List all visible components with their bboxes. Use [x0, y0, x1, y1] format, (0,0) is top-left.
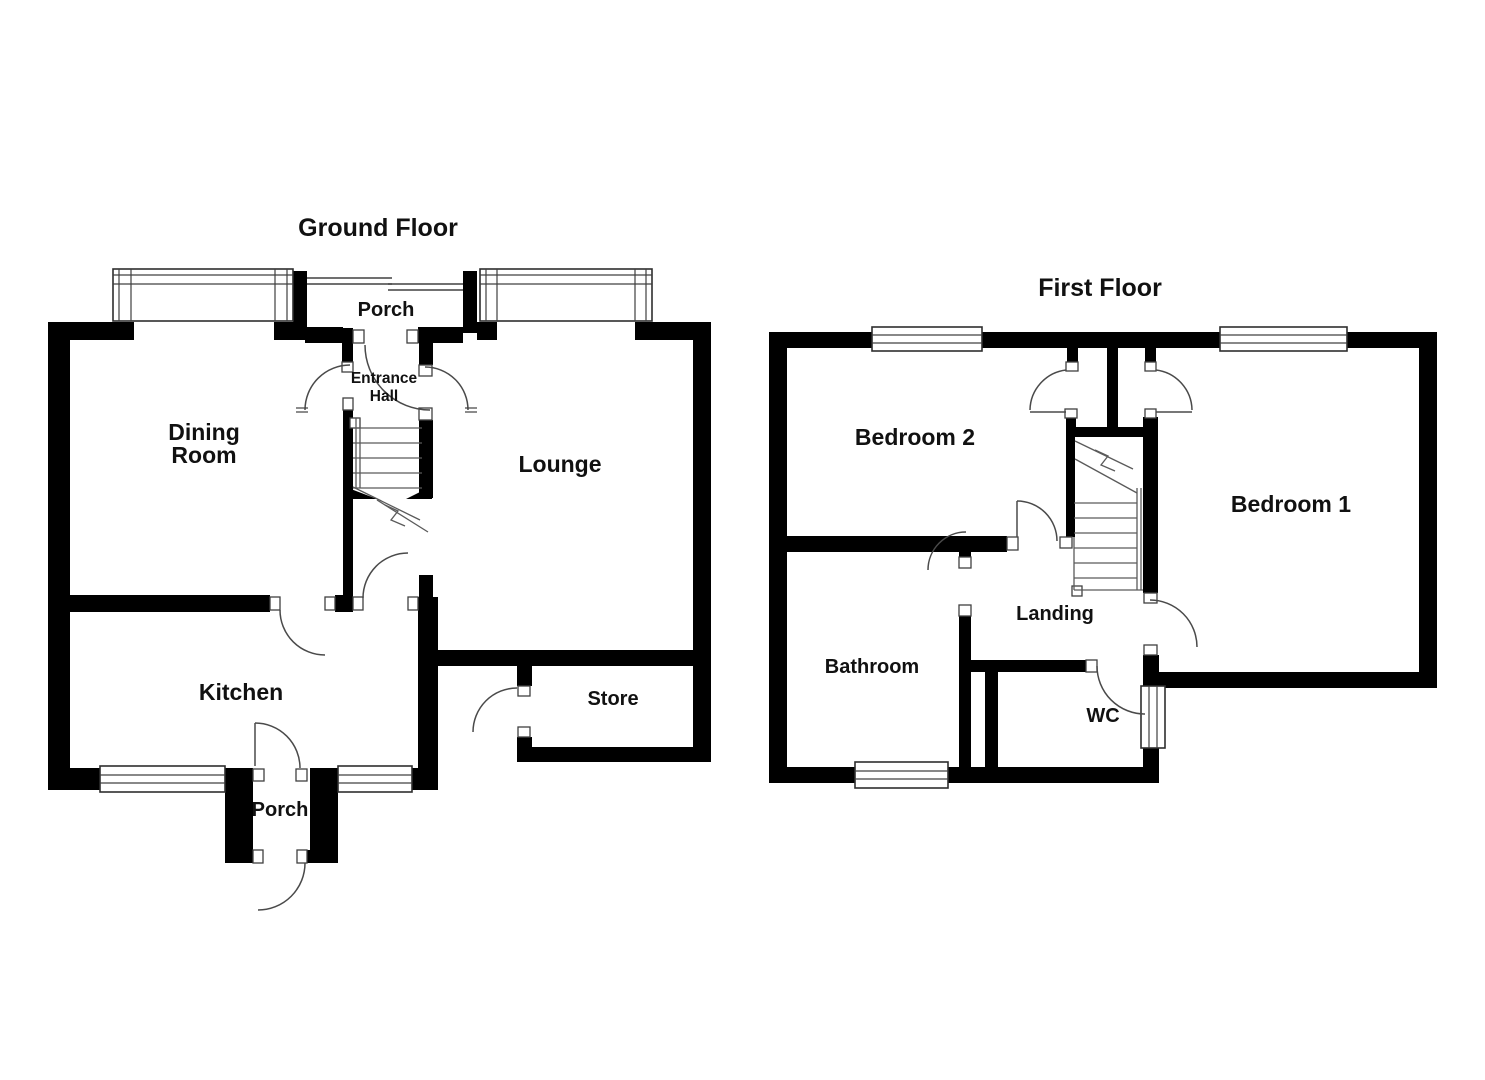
- room-label-porch-bottom: Porch: [252, 799, 309, 821]
- room-label-lounge: Lounge: [518, 451, 601, 477]
- bathroom-door-arc: [927, 531, 967, 571]
- room-label-store: Store: [587, 688, 638, 710]
- room-label-bedroom2: Bedroom 2: [855, 424, 975, 450]
- hall-dining-door-arc: [304, 364, 351, 411]
- porch-exterior-door-arc: [257, 862, 306, 911]
- first-door-jambs: [958, 361, 1158, 673]
- bedroom2-door-arc: [1016, 500, 1058, 542]
- stairs-break-line-upper: [1074, 440, 1134, 470]
- ground-room-labels: Porch Entrance Hall Dining Room Lounge K…: [168, 299, 638, 821]
- bedroom1-door-arc: [1149, 599, 1198, 648]
- first-floor-plan: First Floor: [769, 274, 1437, 789]
- wc-window: [1140, 685, 1166, 749]
- bay-window-lounge: [479, 268, 653, 322]
- hall-lounge-door-arc: [424, 366, 469, 411]
- first-room-labels: Bedroom 2 Bedroom 1 Bathroom Landing WC: [825, 424, 1351, 727]
- bay-window-dining: [112, 268, 294, 322]
- ground-stairs: [352, 418, 429, 533]
- ground-walls: [48, 271, 711, 863]
- room-label-bathroom: Bathroom: [825, 656, 919, 678]
- first-stairs: [1073, 440, 1143, 591]
- first-door-arcs: [927, 369, 1198, 715]
- porch-kitchen-door-arc: [254, 722, 301, 769]
- porch-front-wall: [307, 277, 463, 291]
- kitchen-hall-door-arc: [362, 552, 409, 599]
- room-label-wc: WC: [1086, 705, 1119, 727]
- kitchen-window-right: [337, 765, 413, 793]
- bedroom1-window: [1219, 326, 1348, 352]
- room-label-landing: Landing: [1016, 603, 1094, 625]
- room-label-dining-line2: Room: [171, 442, 236, 468]
- room-label-entrance-hall-line1: Entrance: [351, 370, 418, 387]
- room-label-dining-line1: Dining: [168, 419, 240, 445]
- room-label-porch-top: Porch: [358, 299, 415, 321]
- bathroom-window: [854, 761, 949, 789]
- store-door-arc: [472, 687, 518, 733]
- front-door-arc: [364, 344, 431, 411]
- first-walls: [769, 332, 1437, 783]
- ground-floor-plan: Ground Floor: [48, 214, 711, 911]
- room-label-entrance-hall-line2: Hall: [370, 388, 398, 405]
- room-label-kitchen: Kitchen: [199, 679, 283, 705]
- wc-door-arc: [1096, 665, 1146, 715]
- ground-floor-title: Ground Floor: [298, 214, 458, 242]
- ground-door-arcs: [254, 344, 518, 911]
- cupboard-left-door-arc: [1029, 369, 1067, 411]
- kitchen-window-left: [99, 765, 226, 793]
- bedroom2-window: [871, 326, 983, 352]
- ground-door-jambs: [252, 329, 531, 864]
- first-floor-title: First Floor: [1038, 274, 1162, 302]
- room-label-bedroom1: Bedroom 1: [1231, 491, 1351, 517]
- dining-kitchen-door-arc: [279, 609, 326, 656]
- stairs-break-line: [352, 486, 421, 521]
- cupboard-right-door-arc: [1155, 369, 1193, 411]
